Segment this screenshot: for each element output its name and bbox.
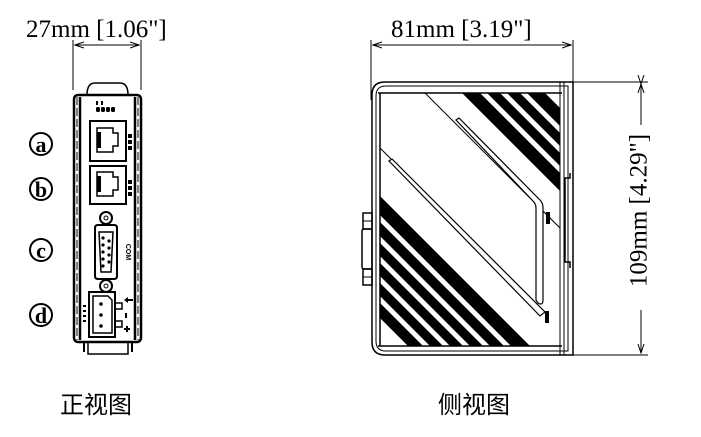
callout-d: d xyxy=(29,303,53,327)
callout-a: a xyxy=(29,132,53,156)
front-view-caption: 正视图 xyxy=(60,391,132,419)
front-width-dimension-label: 27mm [1.06"] xyxy=(26,16,167,43)
side-view-caption: 侧视图 xyxy=(438,391,510,419)
side-width-dimension-label: 81mm [3.19"] xyxy=(391,16,532,43)
side-view-drawing xyxy=(361,40,648,356)
front-view-drawing: COM xyxy=(72,40,143,355)
com-port-label: COM xyxy=(124,244,131,261)
callout-c: c xyxy=(29,238,53,262)
callout-b: b xyxy=(29,177,53,201)
